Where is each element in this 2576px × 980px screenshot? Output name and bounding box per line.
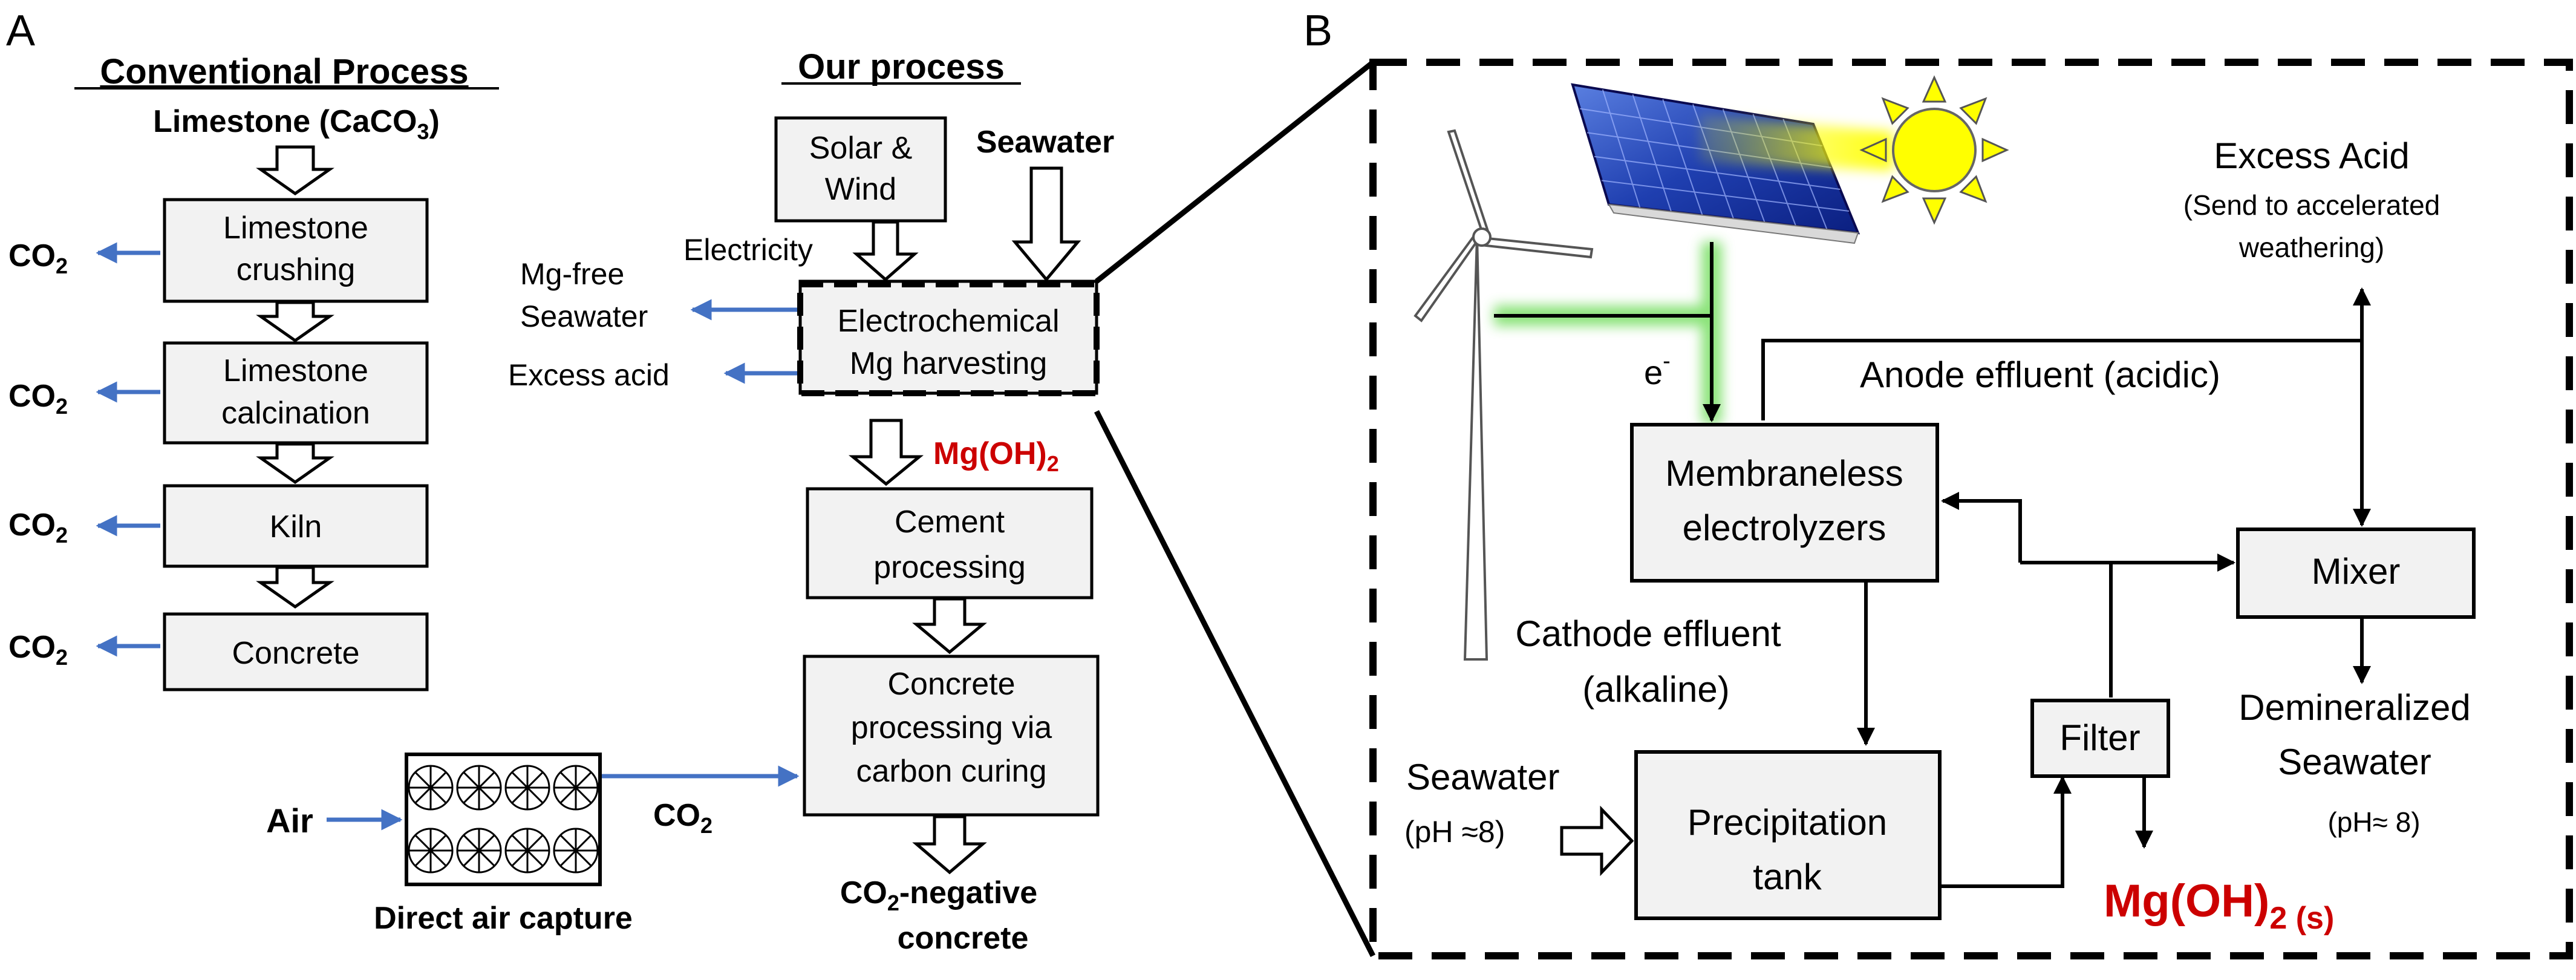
- cathode-line1: Cathode effluent: [1515, 613, 1781, 654]
- air-label: Air: [266, 802, 313, 840]
- curing-line2: processing via: [851, 710, 1052, 745]
- filter-label: Filter: [2059, 717, 2140, 758]
- excess-acid-note-line2: weathering): [2239, 232, 2384, 263]
- panel-b-label: B: [1303, 7, 1332, 55]
- cement-line2: processing: [873, 550, 1025, 585]
- our-process: Our process Solar & Wind Seawater Electr…: [266, 47, 1114, 956]
- co2-negative-line1: CO2-negative: [840, 875, 1037, 915]
- demin-ph: (pH≈ 8): [2327, 806, 2420, 838]
- curing-line1: Concrete: [888, 667, 1016, 702]
- mg-free-line2: Seawater: [520, 299, 648, 333]
- anode-effluent-label: Anode effluent (acidic): [1860, 354, 2220, 395]
- co2-label-3: CO2: [8, 508, 68, 547]
- electrolyzers-line2: electrolyzers: [1683, 508, 1886, 548]
- dac-fan-icons: [408, 765, 599, 874]
- electrolyzers-line1: Membraneless: [1665, 453, 1903, 494]
- tank-to-filter-arrow: [1942, 776, 2072, 888]
- cement-processing-box: [806, 487, 1094, 599]
- crushing-line1: Limestone: [223, 211, 368, 246]
- hollow-arrow-2: [256, 301, 334, 343]
- hollow-arrow-4: [256, 566, 334, 609]
- seawater-input-label: Seawater: [976, 125, 1114, 160]
- excess-acid-label: Excess acid: [508, 358, 670, 392]
- tank-line1: Precipitation: [1687, 802, 1887, 843]
- hollow-arrow-cement: [912, 597, 987, 655]
- hollow-arrow-1: [256, 145, 334, 196]
- tank-line2: tank: [1753, 857, 1822, 897]
- seawater-b-ph: (pH ≈8): [1404, 815, 1505, 849]
- panel-a-label: A: [6, 7, 35, 55]
- electricity-label: Electricity: [683, 233, 813, 267]
- mg-free-line1: Mg-free: [520, 257, 624, 291]
- mixer-label: Mixer: [2312, 551, 2401, 592]
- our-process-title: Our process: [798, 47, 1005, 87]
- crushing-line2: crushing: [236, 252, 356, 287]
- zoom-line-top: [1095, 60, 1375, 284]
- harvest-line2: Mg harvesting: [850, 346, 1048, 381]
- mgoh-label: Mg(OH)2: [933, 436, 1059, 476]
- sun-icon: [1859, 75, 2009, 225]
- co2-label-2: CO2: [8, 379, 68, 419]
- sunlight-beam: [1700, 115, 1893, 171]
- mgoh-product-label: Mg(OH)2 (s): [2104, 875, 2334, 936]
- hollow-arrow-mgoh: [848, 419, 924, 486]
- anode-effluent-line: [1761, 339, 2362, 420]
- dac-label: Direct air capture: [374, 901, 633, 936]
- electron-label: e-: [1644, 348, 1671, 391]
- concrete-curing-box: [803, 655, 1100, 817]
- conventional-title: Conventional Process: [100, 52, 468, 91]
- wind-turbine-icon: [1414, 129, 1594, 661]
- filter-box: [2030, 699, 2170, 778]
- solar-wind-line2: Wind: [825, 172, 896, 207]
- curing-line3: carbon curing: [856, 754, 1046, 789]
- hollow-arrow-seawater-b: [1560, 805, 1634, 877]
- concrete-label: Concrete: [232, 636, 360, 671]
- limestone-input-label: Limestone (CaCO3): [153, 104, 440, 144]
- solar-wind-box: [774, 116, 947, 223]
- power-cables: [1494, 242, 1722, 423]
- concrete-box: [163, 612, 429, 691]
- cement-line1: Cement: [895, 505, 1005, 540]
- limestone-calcination-box: [163, 341, 429, 445]
- seawater-b-label: Seawater: [1406, 757, 1559, 797]
- demin-line1: Demineralized: [2239, 687, 2471, 728]
- demin-line2: Seawater: [2278, 742, 2431, 782]
- cathode-line2: (alkaline): [1582, 669, 1729, 710]
- precipitation-tank-box: [1634, 750, 1942, 920]
- dac-unit: [405, 753, 602, 886]
- hollow-arrow-3: [256, 442, 334, 485]
- co2-label-4: CO2: [8, 630, 68, 670]
- hollow-arrow-electricity: [852, 220, 919, 282]
- mg-harvesting-dashed-outline: [797, 281, 1100, 396]
- co2-negative-line2: concrete: [898, 921, 1029, 956]
- mixer-box: [2236, 528, 2476, 619]
- dac-co2-label: CO2: [653, 798, 712, 838]
- zoom-line-bottom: [1094, 410, 1376, 958]
- panel-b-dashed-frame: [1369, 59, 2573, 959]
- co2-label-1: CO2: [8, 238, 68, 278]
- filtrate-to-electrolyzers-arrow: [1941, 492, 2022, 563]
- solar-wind-line1: Solar &: [809, 131, 913, 166]
- excess-acid-note-line1: (Send to accelerated: [2183, 189, 2441, 221]
- harvest-line1: Electrochemical: [837, 304, 1059, 339]
- calcination-line2: calcination: [221, 396, 370, 431]
- calcination-line1: Limestone: [223, 353, 368, 388]
- hollow-arrow-seawater: [1011, 166, 1081, 282]
- excess-acid-title: Excess Acid: [2214, 136, 2409, 176]
- hollow-arrow-product: [912, 815, 987, 875]
- conventional-process: Conventional Process Limestone (CaCO3) L…: [8, 52, 499, 691]
- electrolyzers-box: [1630, 423, 1939, 583]
- kiln-label: Kiln: [270, 509, 322, 544]
